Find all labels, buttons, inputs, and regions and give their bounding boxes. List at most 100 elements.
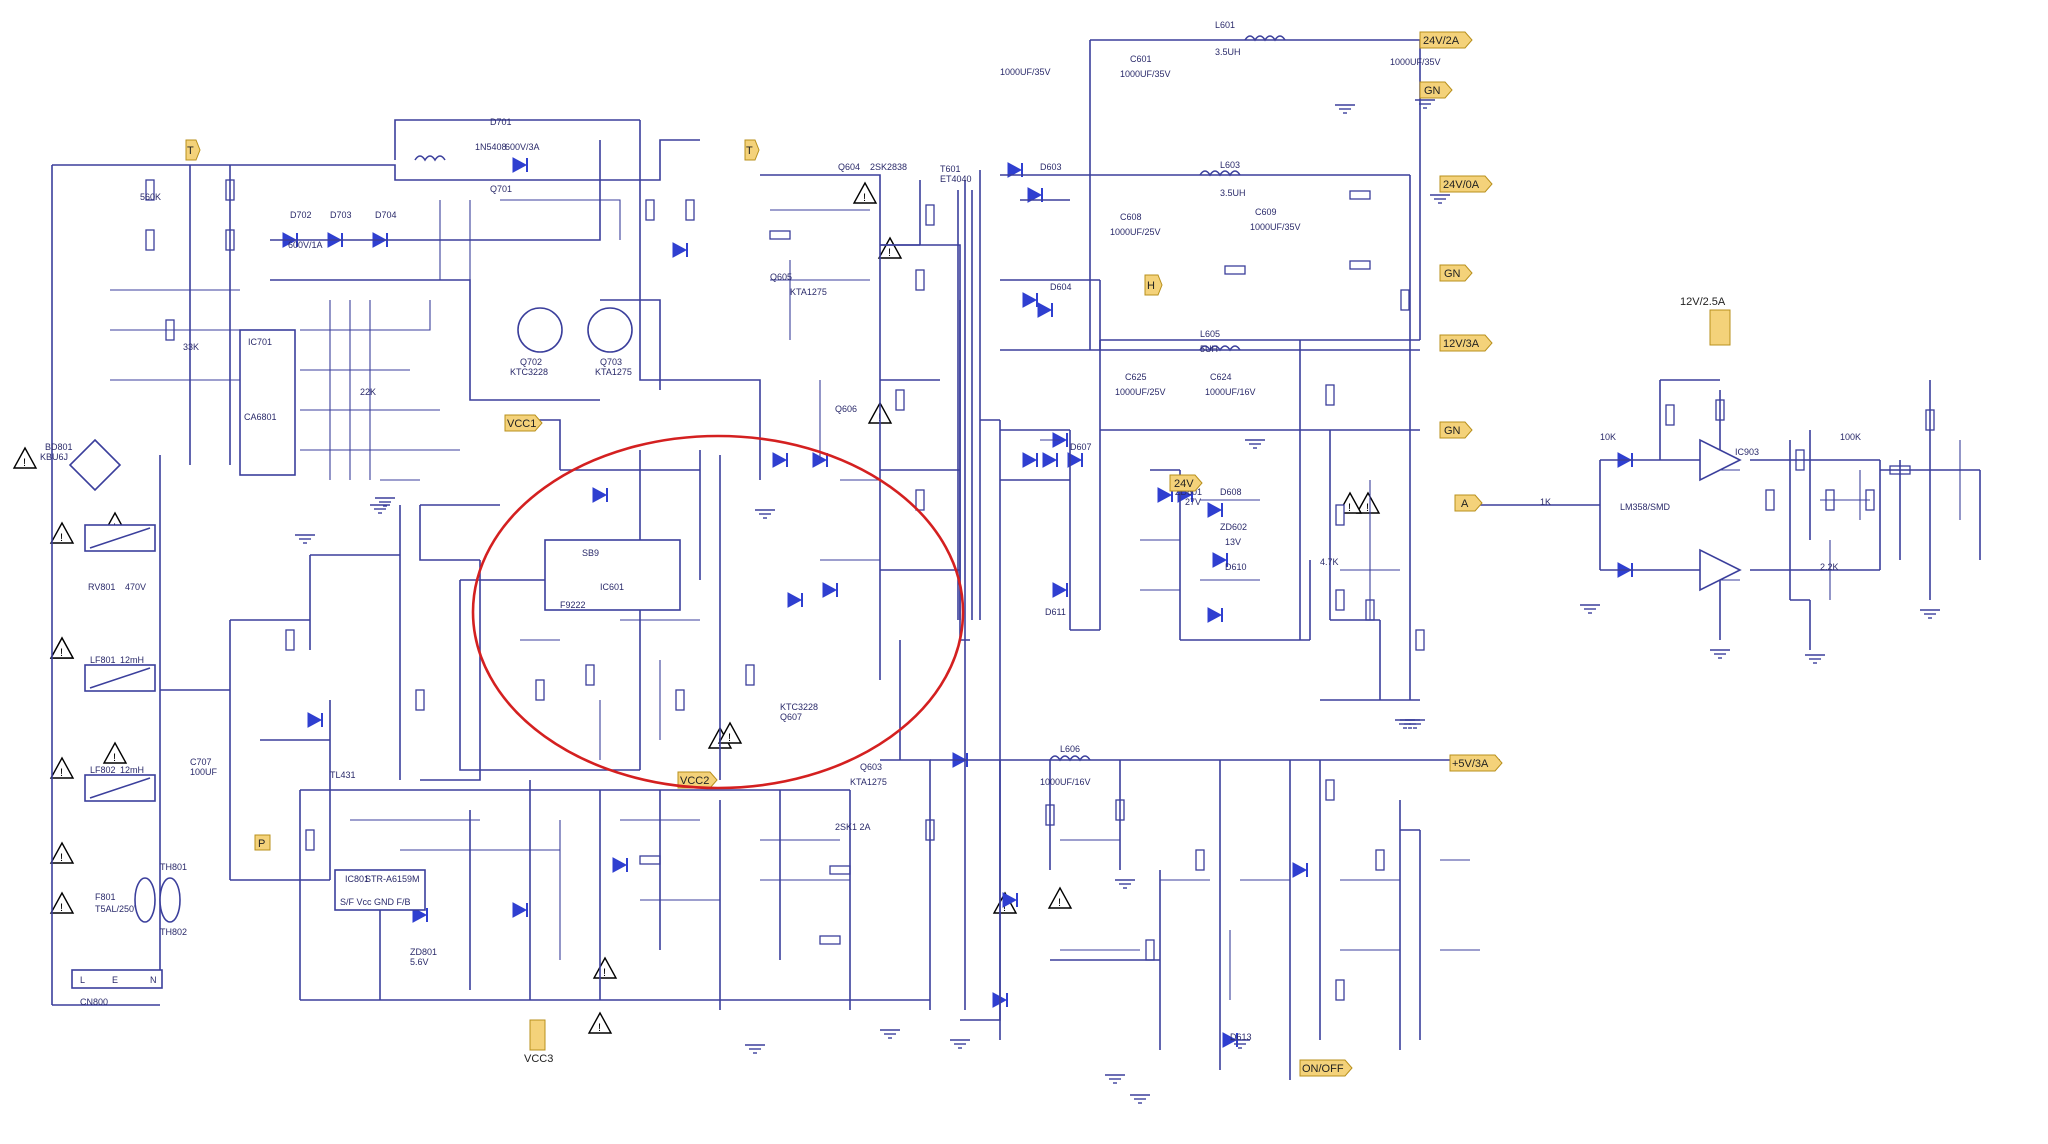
svg-text:ON/OFF: ON/OFF (1302, 1063, 1344, 1075)
resistor-symbol (915, 489, 925, 511)
warning-icon: ! (717, 721, 743, 744)
svg-text:!: ! (1058, 897, 1061, 909)
diode-symbol (412, 907, 428, 923)
zd801-label: ZD801 (410, 947, 437, 957)
ground-symbols (295, 99, 1940, 1104)
diode-symbol (512, 157, 528, 173)
c624-label: C624 (1210, 372, 1232, 382)
d703-label: D703 (330, 210, 352, 220)
c707-val: 100UF (190, 767, 218, 777)
diode-symbol (307, 712, 323, 728)
lf801-val: 12mH (120, 655, 144, 665)
ground-symbol (1805, 654, 1825, 664)
warning-icon: ! (49, 756, 75, 779)
resistor-symbol (745, 664, 755, 686)
diode-symbol (1002, 892, 1018, 908)
svg-text:+5V/3A: +5V/3A (1452, 758, 1489, 770)
ic801-part: STR-A6159M (365, 874, 420, 884)
ground-symbol (1230, 1039, 1250, 1049)
port-5v-3a: +5V/3A (1449, 754, 1503, 772)
diode-symbol (822, 582, 838, 598)
svg-text:!: ! (888, 247, 891, 259)
l601-label: L601 (1215, 20, 1235, 30)
resistor-symbol (145, 229, 155, 251)
svg-text:A: A (1461, 498, 1469, 510)
d610-label: D610 (1225, 562, 1247, 572)
resistor-symbol (895, 389, 905, 411)
q711-part: TL431 (330, 770, 356, 780)
svg-text:!: ! (603, 967, 606, 979)
diode-symbol (1022, 292, 1038, 308)
svg-text:24V/2A: 24V/2A (1423, 35, 1460, 47)
svg-text:!: ! (60, 767, 63, 779)
resistor-symbol (585, 664, 595, 686)
q702-label: Q702 (520, 357, 542, 367)
l605-val: 5UH (1200, 344, 1218, 354)
d611-label: D611 (1045, 607, 1066, 617)
diode-symbol (1052, 582, 1068, 598)
port-t-top: T (185, 139, 201, 161)
warning-icon: ! (1355, 491, 1381, 514)
c608-label: C608 (1120, 212, 1142, 222)
ground-symbol (1430, 194, 1450, 204)
svg-text:12V/2.5A: 12V/2.5A (1680, 296, 1726, 308)
r-22k: 22K (360, 387, 376, 397)
diode-symbol (1022, 452, 1038, 468)
port-t-mid: T (744, 139, 760, 161)
l601-val: 3.5UH (1215, 47, 1241, 57)
t601-label: T601 (940, 164, 961, 174)
port-a: A (1454, 494, 1483, 512)
port-vcc3: VCC3 (524, 1019, 553, 1065)
diode-symbol (1292, 862, 1308, 878)
r-1k: 1K (1540, 497, 1551, 507)
q605-label: Q605 (770, 272, 792, 282)
port-on-off: ON/OFF (1299, 1059, 1353, 1077)
lf802-label: LF802 (90, 765, 116, 775)
resistor-symbol (415, 689, 425, 711)
resistor-symbol (1195, 849, 1205, 871)
resistor-symbol (305, 829, 315, 851)
f801-label: F801 (95, 892, 116, 902)
port-24v-2a: 24V/2A (1419, 31, 1473, 49)
d704-label: D704 (375, 210, 397, 220)
ground-symbol (745, 1044, 765, 1054)
inductors: L601 3.5UH L603 3.5UH L605 5UH L606 (414, 20, 1286, 762)
svg-text:!: ! (728, 732, 731, 744)
svg-text:24V: 24V (1174, 478, 1194, 490)
warning-icon: ! (49, 521, 75, 544)
resistor-symbol (145, 179, 155, 201)
detail-wires (110, 199, 1961, 1000)
c707-label: C707 (190, 757, 212, 767)
l603-label: L603 (1220, 160, 1240, 170)
zd601-label: ZD601 (1175, 487, 1202, 497)
th802-label: TH802 (160, 927, 187, 937)
diode-symbol (787, 592, 803, 608)
resistor-symbol (645, 199, 655, 221)
port-12v-3a: 12V/3A (1439, 334, 1493, 352)
c609-val: 1000UF/35V (1250, 222, 1301, 232)
resistor-symbol (1145, 939, 1155, 961)
zd601-val: 27V (1185, 497, 1201, 507)
svg-text:T: T (187, 145, 194, 157)
c625-label: C625 (1125, 372, 1147, 382)
q604-label: Q604 (838, 162, 860, 172)
warning-triangles: !!!!!!!!!!!!!!!!!!!! (12, 181, 1381, 1034)
svg-text:24V/0A: 24V/0A (1443, 179, 1480, 191)
resistor-symbol (1335, 504, 1345, 526)
resistor-symbol (1765, 489, 1775, 511)
ground-symbol (370, 504, 390, 514)
c609-label: C609 (1255, 207, 1277, 217)
ground-symbol (1105, 1074, 1125, 1084)
svg-text:VCC3: VCC3 (524, 1053, 553, 1065)
resistor-symbol (829, 865, 851, 875)
warning-icon: ! (12, 446, 38, 469)
resistor-symbol (639, 855, 661, 865)
ic601-label: IC601 (600, 582, 624, 592)
bd801-label: BD801 (45, 442, 73, 452)
svg-text:!: ! (598, 1022, 601, 1034)
zd801-val: 5.6V (410, 957, 429, 967)
q702-part: KTC3228 (510, 367, 548, 377)
ground-symbol (880, 1029, 900, 1039)
diode-symbol (672, 242, 688, 258)
svg-text:T: T (746, 145, 753, 157)
